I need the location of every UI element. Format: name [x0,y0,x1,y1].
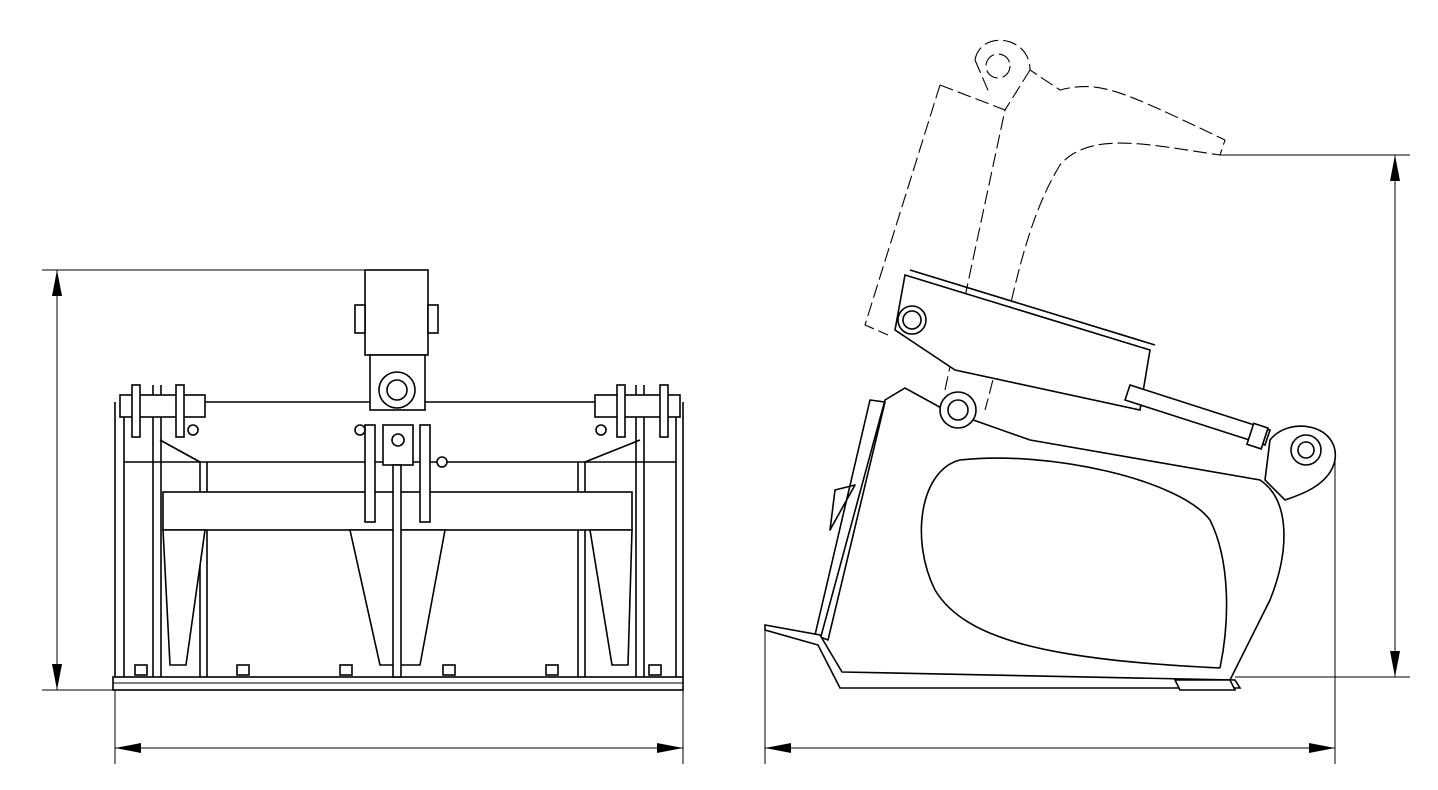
bolts [134,664,662,676]
side-view [764,39,1410,764]
height-dimension-front [42,269,372,691]
hinge-right [594,384,681,438]
pivot-pins [897,305,1336,501]
tine-left [162,529,206,666]
front-view [42,269,684,764]
grapple-arm [894,273,1151,411]
wear-shoe [1173,679,1237,691]
width-dimension-front [114,690,684,764]
frame-posts [114,385,684,677]
hydraulic-cylinder-front [354,269,448,678]
height-dimension-side [1220,154,1410,678]
hydraulic-cylinder-side [1123,383,1272,450]
hinge-left [119,384,206,438]
tine-right [589,529,633,666]
width-dimension-side [764,460,1336,764]
bucket-body [819,387,1285,681]
